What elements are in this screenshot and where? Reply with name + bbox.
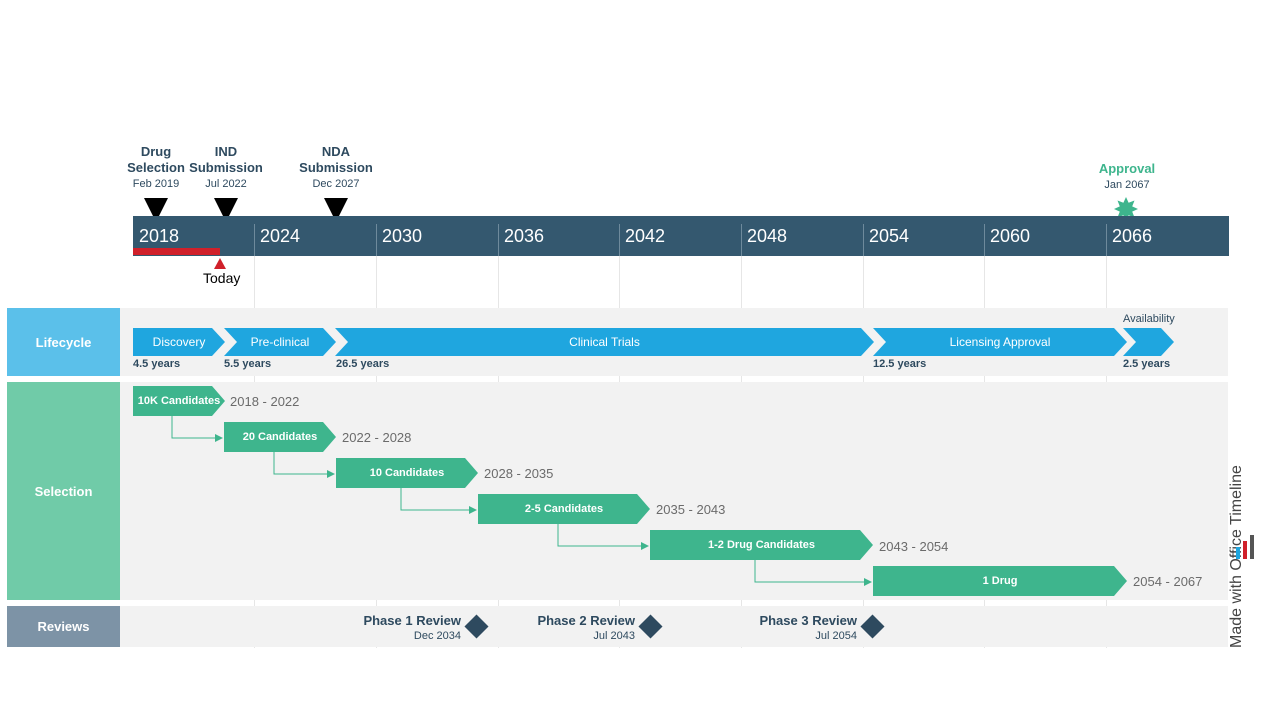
year-label: 2066 [1112, 226, 1153, 246]
phase-pre-clinical[interactable]: Pre-clinical [224, 328, 336, 356]
phase-availability-label: Availability [1123, 313, 1175, 325]
today-marker-icon [214, 258, 226, 269]
phase-duration: 4.5 years [133, 358, 181, 370]
year-label: 2030 [382, 226, 423, 246]
lane-label-lifecycle: Lifecycle [7, 308, 120, 376]
year-divider [863, 224, 864, 256]
review-title: Phase 2 Review [537, 613, 635, 628]
office-timeline-logo-icon [1236, 535, 1254, 559]
year-divider [984, 224, 985, 256]
year-divider [619, 224, 620, 256]
phase-duration: 5.5 years [224, 358, 272, 370]
timeline-scale-bar: 2018 2024 2030 2036 2042 2048 2054 2060 … [133, 216, 1229, 256]
task-range: 2035 - 2043 [656, 502, 726, 517]
lane-reviews [120, 606, 1228, 647]
review-title: Phase 1 Review [363, 613, 461, 628]
milestone-approval[interactable]: Approval Jan 2067 [1099, 161, 1155, 191]
milestone-title: Approval [1098, 161, 1156, 176]
milestone-date: Feb 2019 [132, 178, 180, 190]
task-range: 2022 - 2028 [342, 430, 412, 445]
phase-duration: 2.5 years [1123, 358, 1171, 370]
task-range: 2054 - 2067 [1133, 574, 1203, 589]
milestone-date: Jan 2067 [1104, 179, 1150, 191]
year-divider [1106, 224, 1107, 256]
lane-label-reviews: Reviews [7, 606, 120, 647]
today-label: Today [203, 270, 241, 286]
phase-duration: 12.5 years [873, 358, 927, 370]
review-date: Jul 2043 [593, 630, 635, 642]
task-10k-candidates[interactable]: 10K Candidates [133, 386, 225, 416]
task-1-2-drug-candidates[interactable]: 1-2 Drug Candidates [650, 530, 873, 560]
phase-duration: 26.5 years [336, 358, 390, 370]
phase-clinical-trials[interactable]: Clinical Trials [335, 328, 874, 356]
review-date: Jul 2054 [815, 630, 857, 642]
year-label: 2018 [139, 226, 180, 246]
elapsed-progress-bar [133, 248, 220, 255]
review-date: Dec 2034 [413, 630, 461, 642]
milestone-date: Jul 2022 [205, 178, 247, 190]
year-label: 2042 [625, 226, 666, 246]
year-divider [741, 224, 742, 256]
task-2-5-candidates[interactable]: 2-5 Candidates [478, 494, 650, 524]
year-divider [498, 224, 499, 256]
phase-licensing-approval[interactable]: Licensing Approval [873, 328, 1127, 356]
lane-label-selection: Selection [7, 382, 120, 600]
year-divider [254, 224, 255, 256]
approval-star-icon[interactable] [1113, 196, 1139, 222]
year-label: 2024 [260, 226, 301, 246]
task-20-candidates[interactable]: 20 Candidates [224, 422, 336, 452]
year-label: 2054 [869, 226, 910, 246]
task-range: 2028 - 2035 [484, 466, 554, 481]
year-label: 2048 [747, 226, 788, 246]
task-range: 2018 - 2022 [230, 394, 300, 409]
lane-selection [120, 382, 1228, 600]
task-10-candidates[interactable]: 10 Candidates [336, 458, 478, 488]
year-label: 2060 [990, 226, 1031, 246]
task-range: 2043 - 2054 [879, 539, 949, 554]
milestone-date: Dec 2027 [312, 178, 360, 190]
year-label: 2036 [504, 226, 545, 246]
task-1-drug[interactable]: 1 Drug [873, 566, 1127, 596]
year-divider [376, 224, 377, 256]
review-title: Phase 3 Review [759, 613, 857, 628]
phase-discovery[interactable]: Discovery [133, 328, 225, 356]
